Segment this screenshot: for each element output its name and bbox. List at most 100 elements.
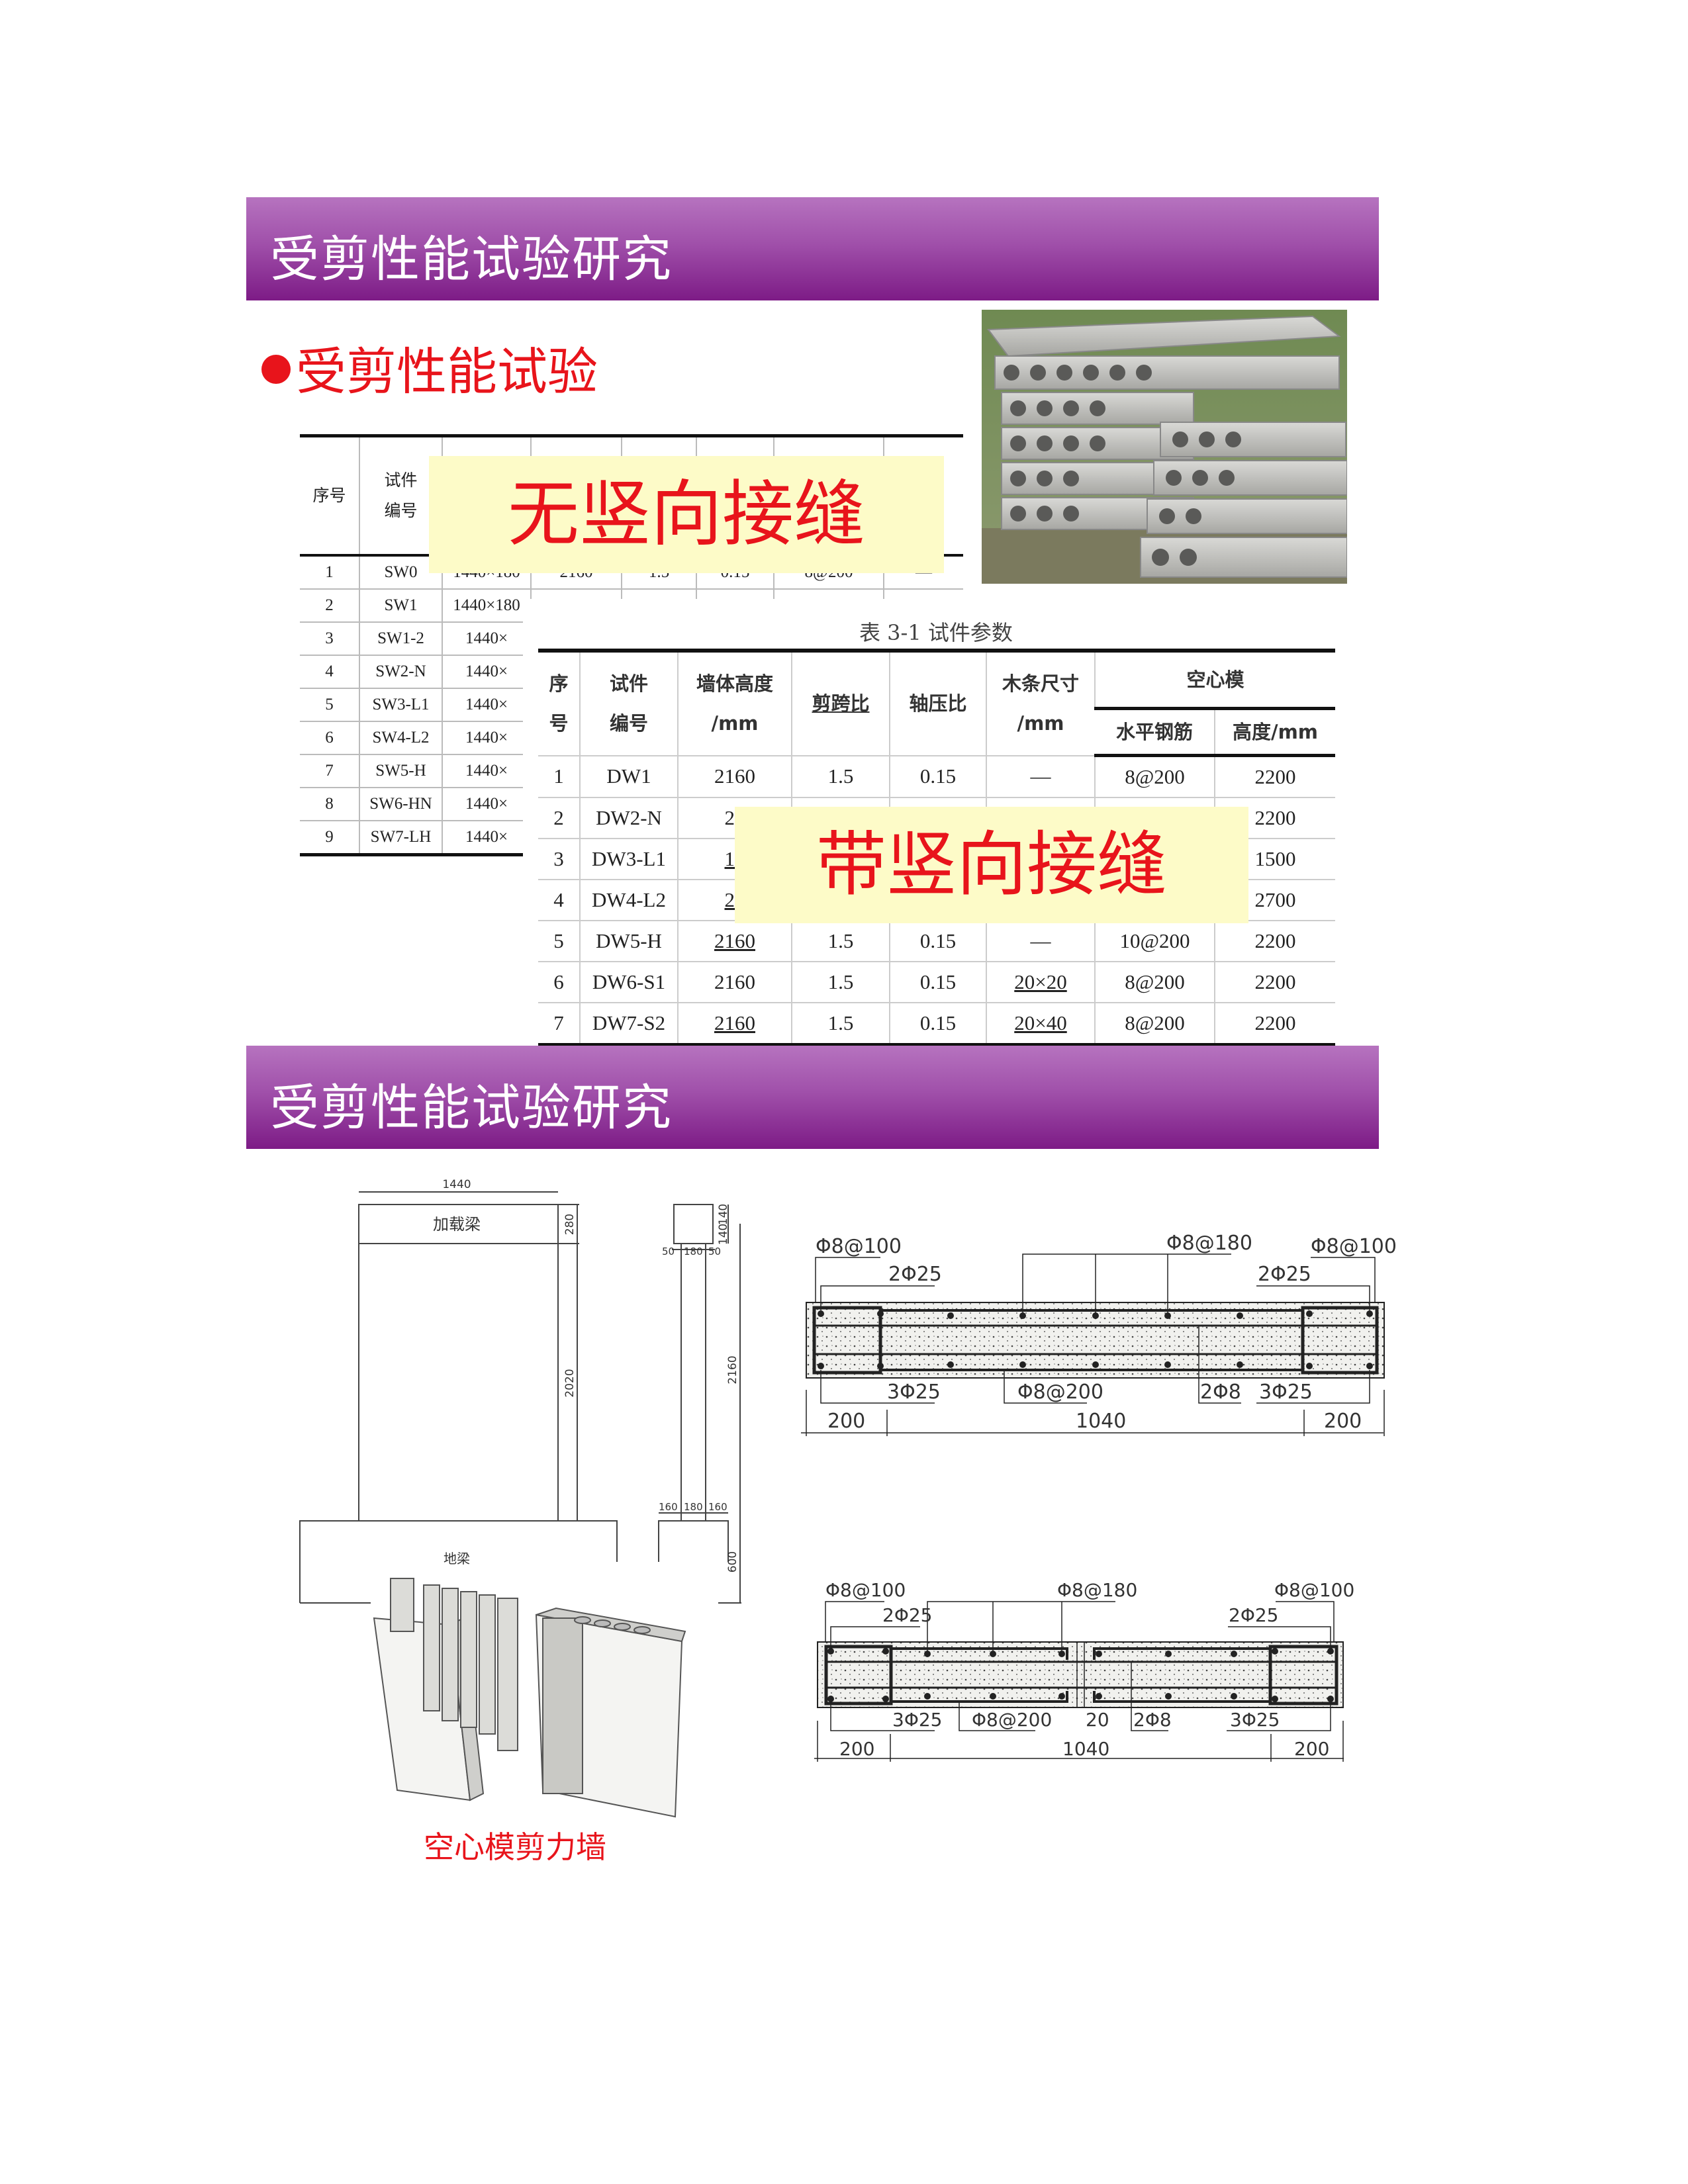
- table-cell: —: [986, 755, 1095, 798]
- t: /mm: [711, 712, 759, 735]
- loading-beam-label: 加载梁: [433, 1215, 481, 1234]
- table-cell: 20×40: [986, 1003, 1095, 1046]
- dim-side-top: 140: [717, 1204, 730, 1225]
- dim: 1040: [1062, 1738, 1109, 1760]
- table-cell: 3: [300, 622, 359, 656]
- table-cell: 1.5: [791, 962, 890, 1003]
- table-cell: 1440×: [442, 788, 531, 821]
- label-rebar: 3Φ25: [892, 1709, 942, 1731]
- cell-text: 2: [553, 806, 564, 829]
- table-cell: 0.15: [889, 1003, 986, 1046]
- dim: 200: [827, 1410, 865, 1433]
- table-cell: 1440×: [442, 688, 531, 722]
- cell-text: 7: [553, 1011, 564, 1034]
- hollow-form-3d-illustration: [371, 1575, 688, 1820]
- cell-text: 2200: [1254, 970, 1296, 993]
- table-cell: 1.5: [791, 755, 890, 798]
- table-cell: 2160: [677, 1003, 792, 1046]
- label-rebar: 2Φ25: [1258, 1263, 1311, 1286]
- dim-side: 50: [662, 1246, 675, 1257]
- table-cell: 2200: [1214, 962, 1335, 1003]
- table-cell: DW4-L2: [579, 880, 678, 921]
- table-cell: 2160: [677, 962, 792, 1003]
- no-vertical-joint-label: 无竖向接缝: [429, 456, 944, 573]
- wall-elevation: [299, 1191, 741, 1604]
- dim: 200: [839, 1738, 874, 1760]
- cell-text: 2160: [714, 970, 755, 993]
- label-tie: Φ8@200: [1017, 1381, 1103, 1404]
- header-shear-span: 剪跨比: [791, 651, 890, 756]
- table-cell: 20×20: [986, 962, 1095, 1003]
- cell-text: DW5-H: [596, 929, 662, 952]
- cell-text: 2160: [714, 764, 755, 788]
- header-seq: 序号: [300, 435, 359, 557]
- table-cell: 2160: [677, 755, 792, 798]
- header-wall-height: 墙体高度/mm: [677, 651, 792, 756]
- header-seq: 序号: [538, 651, 580, 756]
- table-cell: 1440×180: [442, 589, 531, 623]
- header-horizontal-rebar: 水平钢筋: [1095, 708, 1215, 757]
- dim-foundation-height: 600: [726, 1551, 739, 1572]
- cell-text: 2160: [714, 929, 755, 952]
- table-cell: 7: [538, 1003, 580, 1046]
- table-cell: 2: [538, 797, 580, 839]
- table-cell: 10@200: [1094, 921, 1215, 962]
- cell-text: 2700: [1254, 888, 1296, 911]
- dim-beam-height: 280: [563, 1214, 577, 1235]
- table-cell: 9: [300, 821, 359, 856]
- label-rebar: 2Φ8: [1200, 1381, 1241, 1404]
- label-stirrup: Φ8@100: [816, 1235, 902, 1258]
- table-cell: 2200: [1214, 755, 1335, 798]
- table-cell: 8@200: [1094, 962, 1215, 1003]
- dim: 200: [1324, 1410, 1362, 1433]
- table-cell: 8@200: [1094, 755, 1215, 798]
- cell-text: —: [1030, 929, 1051, 952]
- cell-text: 0.15: [919, 1011, 957, 1034]
- table-cell: 8: [300, 788, 359, 821]
- t: 木条尺寸: [1002, 672, 1079, 696]
- header-axial-ratio: 轴压比: [889, 651, 986, 756]
- dim-side: 180: [684, 1501, 703, 1513]
- banner-title: 受剪性能试验研究: [270, 1079, 673, 1136]
- table-cell: SW3-L1: [359, 688, 442, 722]
- label-stirrup: Φ8@180: [1057, 1579, 1137, 1601]
- section-with-joint: [814, 1601, 1344, 1762]
- cell-text: 4: [553, 888, 564, 911]
- label-stirrup: Φ8@100: [825, 1579, 906, 1601]
- bullet-heading: 受剪性能试验: [261, 331, 598, 404]
- bullet-heading-text: 受剪性能试验: [296, 342, 598, 401]
- table-cell: SW1: [359, 589, 442, 623]
- table-cell: SW6-HN: [359, 788, 442, 821]
- table-cell: DW6-S1: [579, 962, 678, 1003]
- table-cell: 3: [538, 839, 580, 880]
- table-cell: 1: [538, 755, 580, 798]
- table-cell: 2200: [1214, 1003, 1335, 1046]
- bullet-dot-icon: [261, 355, 291, 384]
- dim-side: 160: [659, 1501, 678, 1513]
- cell-text: 6: [553, 970, 564, 993]
- foundation-label: 地梁: [444, 1551, 470, 1567]
- table-cell: SW0: [359, 555, 442, 590]
- cell-text: DW6-S1: [592, 970, 666, 993]
- dim-width: 1440: [442, 1178, 471, 1191]
- table-cell: 1440×: [442, 655, 531, 689]
- table-cell: —: [986, 921, 1095, 962]
- dim: 200: [1294, 1738, 1329, 1760]
- table-cell: 1.5: [791, 1003, 890, 1046]
- cell-text: 1.5: [827, 1011, 854, 1034]
- dim: 1040: [1076, 1410, 1126, 1433]
- t: 号: [549, 712, 569, 735]
- label-rebar: 3Φ25: [887, 1381, 941, 1404]
- table-cell: 4: [300, 655, 359, 689]
- cell-text: 2200: [1254, 929, 1296, 952]
- table-cell: 5: [538, 921, 580, 962]
- section-banner-2: 受剪性能试验研究: [246, 1046, 1379, 1149]
- table-cell: 1.5: [791, 921, 890, 962]
- table-cell: 6: [300, 721, 359, 755]
- cell-text: —: [1030, 764, 1051, 788]
- t: /mm: [1017, 712, 1064, 735]
- table-cell: DW7-S2: [579, 1003, 678, 1046]
